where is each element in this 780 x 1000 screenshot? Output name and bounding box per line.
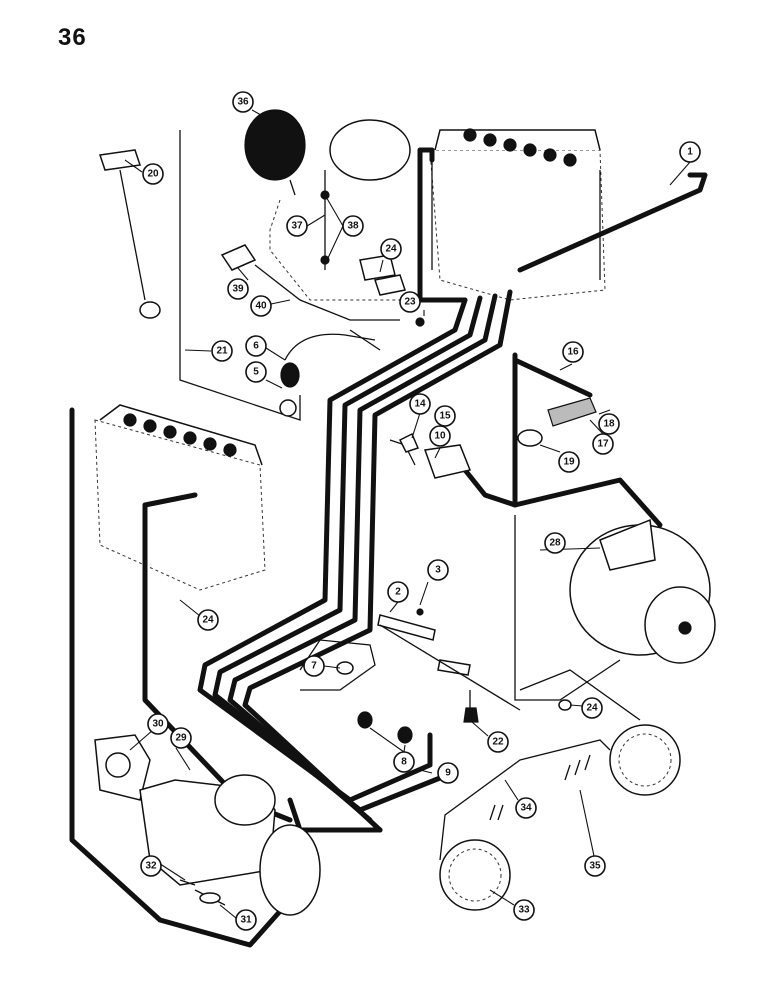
svg-text:10: 10 [434,431,446,442]
switches-8-22 [357,690,479,744]
callout-22: 22 [487,731,509,753]
svg-text:3: 3 [435,565,441,576]
svg-text:29: 29 [175,733,187,744]
upper-battery [429,128,606,301]
svg-text:24: 24 [385,244,397,255]
callout-36: 36 [232,91,254,113]
svg-text:6: 6 [253,341,259,352]
callout-24a: 24 [380,238,402,260]
svg-text:28: 28 [549,538,561,549]
regulator-10 [389,352,663,528]
callout-7: 7 [303,655,325,677]
svg-text:8: 8 [401,757,407,768]
callout-15: 15 [434,405,456,427]
svg-text:5: 5 [253,367,259,378]
starter-29 [94,734,321,916]
svg-text:18: 18 [603,419,615,430]
svg-text:16: 16 [567,347,579,358]
switch-39 [220,244,425,351]
svg-text:15: 15 [439,411,451,422]
callout-28: 28 [544,532,566,554]
callout-20: 20 [142,163,164,185]
svg-text:35: 35 [589,861,601,872]
fuel-sender-wire [99,130,301,421]
callout-23: 23 [399,291,421,313]
svg-text:2: 2 [395,587,401,598]
callout-33: 33 [513,899,535,921]
callout-16: 16 [562,341,584,363]
alternator-28 [514,515,716,701]
svg-text:33: 33 [518,905,530,916]
page-number: 36 [58,24,87,51]
callout-1: 1 [679,141,701,163]
lower-battery [94,404,266,591]
callout-17: 17 [592,433,614,455]
svg-text:24: 24 [202,615,214,626]
svg-text:21: 21 [216,346,228,357]
callout-34: 34 [515,797,537,819]
svg-text:36: 36 [237,97,249,108]
lights [439,669,681,911]
oil-sender-5 [279,333,376,417]
callout-18: 18 [598,413,620,435]
instrument-36 [244,109,420,301]
svg-text:14: 14 [414,399,426,410]
svg-text:32: 32 [145,861,157,872]
svg-text:37: 37 [291,221,303,232]
svg-text:34: 34 [520,803,532,814]
svg-text:30: 30 [152,719,164,730]
callout-31: 31 [235,909,257,931]
callout-37: 37 [286,215,308,237]
callout-5: 5 [245,361,267,383]
svg-text:39: 39 [232,284,244,295]
svg-text:1: 1 [687,147,693,158]
svg-text:7: 7 [311,661,317,672]
brackets [299,608,521,711]
svg-text:9: 9 [445,768,451,779]
callout-3: 3 [427,559,449,581]
callout-14: 14 [409,393,431,415]
callout-9: 9 [437,762,459,784]
callout-8: 8 [393,751,415,773]
svg-text:31: 31 [240,915,252,926]
svg-text:17: 17 [597,439,609,450]
callout-24c: 24 [581,697,603,719]
callout-10: 10 [429,425,451,447]
callout-32: 32 [140,855,162,877]
callout-30: 30 [147,713,169,735]
callout-2: 2 [387,581,409,603]
svg-text:24: 24 [586,703,598,714]
leader-lines [124,109,691,919]
svg-text:40: 40 [255,301,267,312]
svg-text:19: 19 [563,457,575,468]
callout-38: 38 [342,215,364,237]
callout-39: 39 [227,278,249,300]
svg-text:38: 38 [347,221,359,232]
callout-19: 19 [558,451,580,473]
svg-text:20: 20 [147,169,159,180]
callout-35: 35 [584,855,606,877]
main-harness [197,147,708,833]
svg-text:22: 22 [492,737,504,748]
callout-21: 21 [211,340,233,362]
callout-24b: 24 [197,609,219,631]
callout-40: 40 [250,295,272,317]
callout-29: 29 [170,727,192,749]
callout-6: 6 [245,335,267,357]
svg-text:23: 23 [404,297,416,308]
